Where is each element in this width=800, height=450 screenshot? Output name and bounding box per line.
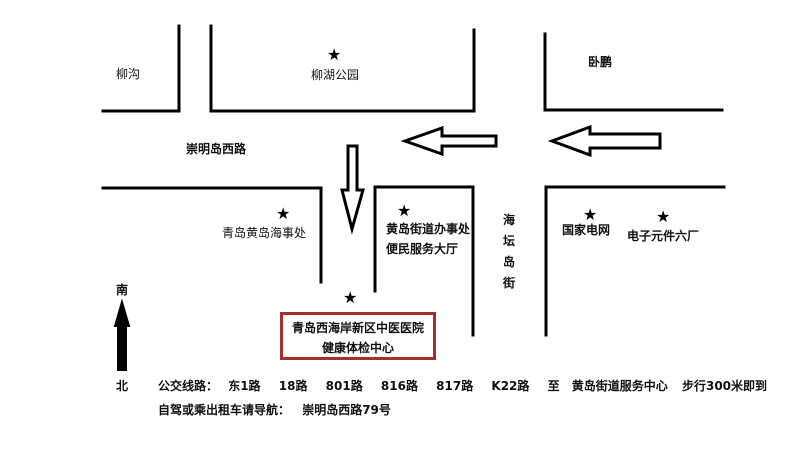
arrow-up-icon xyxy=(113,298,131,371)
walk-note: 步行300米即到 xyxy=(681,379,768,393)
place-liuhu-park: 柳湖公园 xyxy=(311,68,360,82)
nav-label: 自驾或乘出租车请导航： xyxy=(158,403,291,417)
road-haitan-dao-jie: 海 坛 岛 街 xyxy=(502,213,515,290)
place-state-grid: 国家电网 xyxy=(562,223,611,237)
road-edge-upper-left xyxy=(101,24,181,113)
arrow-left-icon xyxy=(547,124,662,158)
star-icon: ★ xyxy=(327,45,342,64)
bus-stop: 黄岛街道服务中心 xyxy=(571,379,668,393)
hospital-department: 健康体检中心 xyxy=(321,341,394,355)
road-edge-upper-middle xyxy=(209,24,476,113)
road-edge-lower-middle xyxy=(373,185,475,337)
bus-route: K22路 xyxy=(491,379,530,393)
compass-south: 南 xyxy=(116,283,129,297)
navigation-info: 自驾或乘出租车请导航： 崇明岛西路79号 xyxy=(158,401,391,418)
road-edge-upper-right xyxy=(543,32,724,112)
bus-route: 801路 xyxy=(325,379,363,393)
bus-route: 18路 xyxy=(278,379,308,393)
place-wopeng: 卧鹏 xyxy=(588,55,613,69)
road-edge-lower-left xyxy=(101,186,323,284)
place-service-hall: 便民服务大厅 xyxy=(386,242,459,256)
bus-route: 816路 xyxy=(380,379,418,393)
road-edge-lower-right xyxy=(544,185,726,337)
bus-route: 817路 xyxy=(436,379,474,393)
bus-to: 至 xyxy=(547,379,560,393)
place-electronics-factory: 电子元件六厂 xyxy=(627,229,700,243)
place-liugou: 柳沟 xyxy=(116,67,141,81)
hospital-box: 青岛西海岸新区中医医院 健康体检中心 xyxy=(280,312,436,360)
star-icon: ★ xyxy=(397,201,412,220)
bus-route: 东1路 xyxy=(228,379,261,393)
arrow-down-icon xyxy=(340,144,365,235)
bus-info: 公交线路： 东1路 18路 801路 816路 817路 K22路 至 黄岛街道… xyxy=(158,377,767,394)
road-chongmingdao-west: 崇明岛西路 xyxy=(186,142,247,156)
star-icon: ★ xyxy=(276,204,291,223)
arrow-left-icon xyxy=(400,125,498,157)
address: 崇明岛西路79号 xyxy=(302,403,391,417)
hospital-name: 青岛西海岸新区中医医院 xyxy=(291,321,424,335)
star-icon: ★ xyxy=(343,288,358,307)
compass-north: 北 xyxy=(116,379,129,393)
place-huangdao-office: 黄岛街道办事处 xyxy=(386,222,471,236)
bus-label: 公交线路： xyxy=(158,379,219,393)
place-maritime-office: 青岛黄岛海事处 xyxy=(222,226,307,240)
star-icon: ★ xyxy=(656,207,671,226)
star-icon: ★ xyxy=(583,205,598,224)
